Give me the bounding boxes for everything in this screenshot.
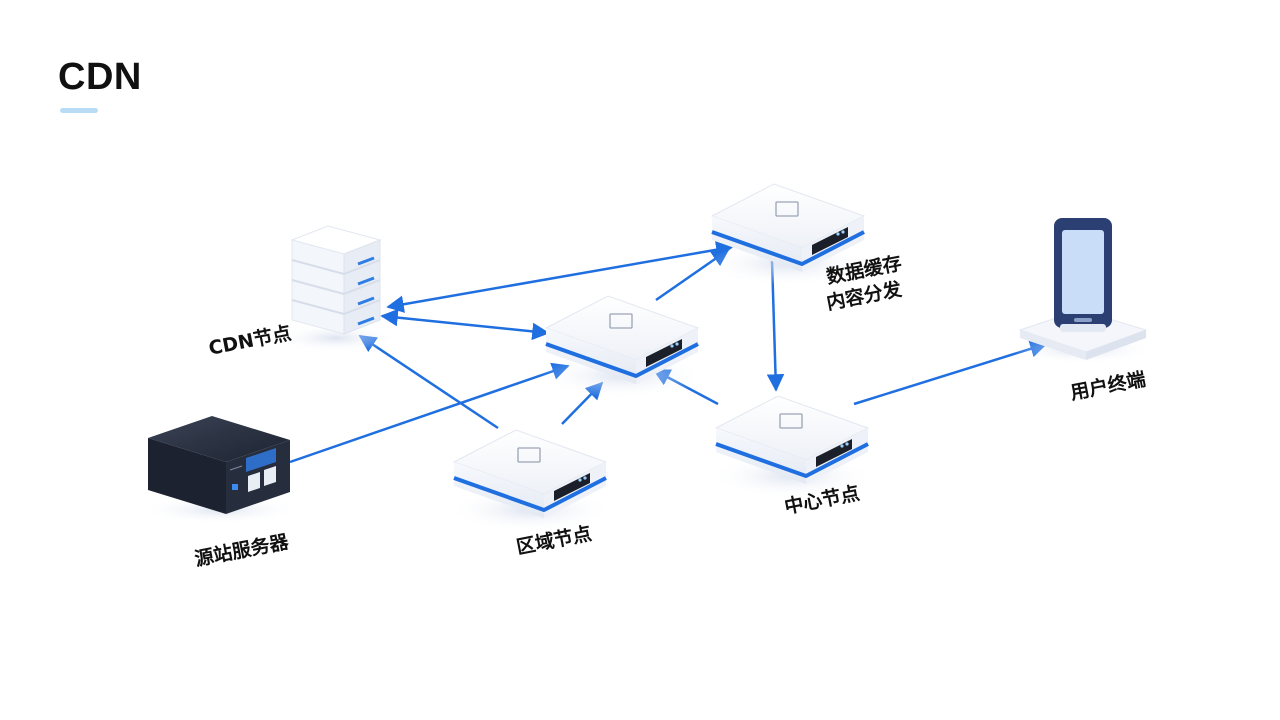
router-icon — [708, 394, 876, 500]
user-terminal-node — [1010, 218, 1154, 364]
link-origin-hub — [289, 362, 570, 464]
cdn-node-label: CDN节点 — [207, 322, 293, 360]
router-icon — [446, 428, 614, 534]
smartphone-icon — [1010, 218, 1154, 364]
regional-node — [446, 428, 614, 534]
title-underline — [60, 108, 98, 113]
router-icon — [538, 294, 706, 400]
user-terminal-label: 用户终端 — [1068, 367, 1147, 404]
central-node — [708, 394, 876, 500]
link-cdn-hub — [380, 308, 550, 341]
dark-server-icon — [140, 416, 300, 524]
page-title: CDN — [58, 56, 142, 98]
server-rack-icon — [274, 225, 398, 352]
origin-server-node — [140, 416, 300, 524]
cdn-node — [274, 225, 398, 352]
link-regional-cdn — [358, 334, 499, 430]
link-cdn-cache — [386, 241, 734, 313]
hub-node — [538, 294, 706, 400]
origin-server-label: 源站服务器 — [193, 530, 292, 571]
